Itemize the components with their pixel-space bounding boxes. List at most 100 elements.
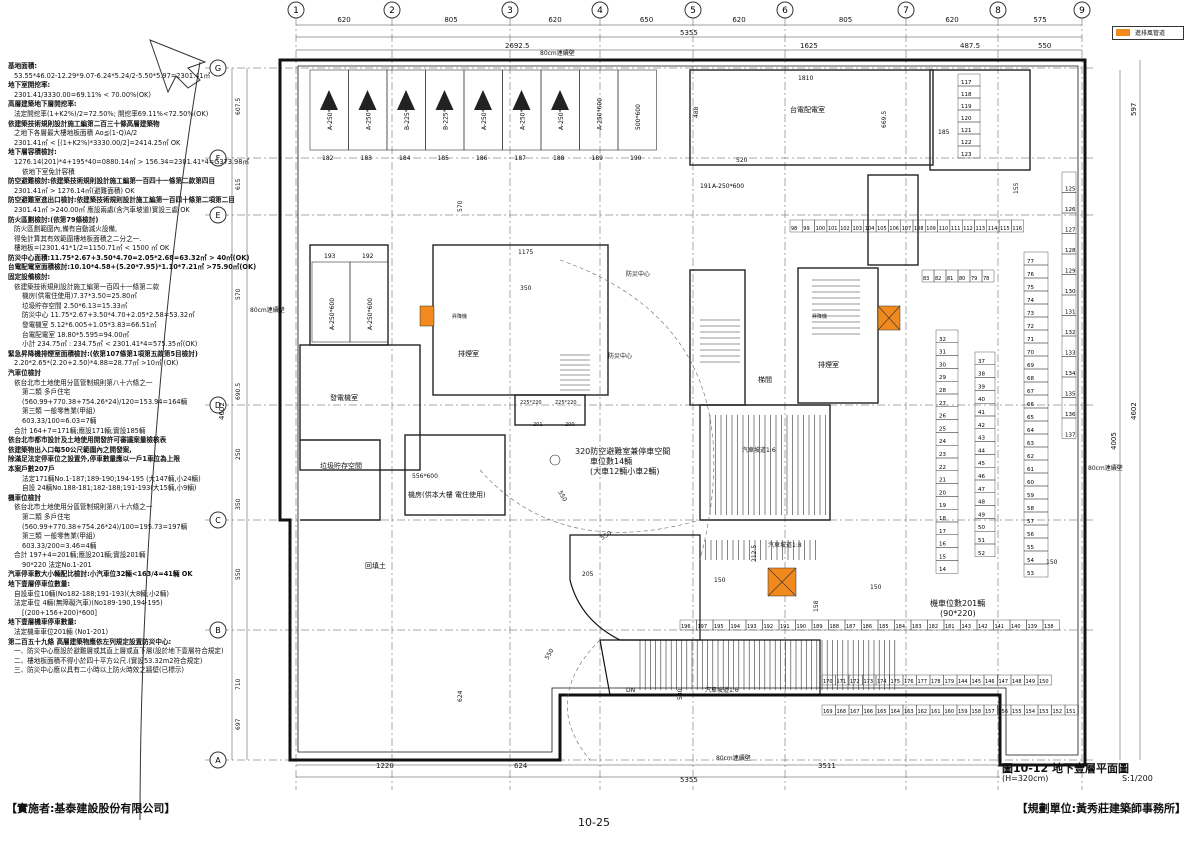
dim-right-2: 4602	[1130, 402, 1138, 420]
dim-1810: 1810	[798, 75, 813, 82]
dim-right-3: 4005	[1110, 432, 1118, 450]
moto-number: 141	[995, 624, 1005, 630]
dim-top: 575	[1033, 16, 1046, 24]
legend-label: 進排風管道	[1135, 30, 1166, 37]
moto-number: 55	[1027, 545, 1034, 551]
note-line: 法定機車車位201輛 (No1-201)	[14, 628, 109, 637]
moto-stall	[1023, 563, 1049, 578]
moto-number: 20	[939, 490, 946, 496]
moto-number: 160	[945, 709, 955, 715]
moto-number: 113	[976, 226, 986, 232]
grid-bubble	[897, 1, 915, 19]
stall-size: 500*600	[635, 104, 642, 130]
moto-number: 64	[1027, 428, 1034, 434]
note-line: 地下壹層停車位數量:	[8, 580, 70, 589]
grid-col-label: 1	[293, 6, 299, 16]
motorcycle-stalls: 1171181191201211221231251261271281291301…	[679, 73, 1079, 716]
moto-number: 122	[961, 140, 972, 146]
grid-bubble	[209, 621, 227, 639]
moto-number: 147	[999, 679, 1009, 685]
moto-number: 137	[1065, 433, 1076, 439]
moto-number: 112	[963, 226, 973, 232]
grid-row-label: G	[215, 64, 221, 73]
grid-col-label: 6	[782, 6, 788, 16]
moto-number: 110	[939, 226, 949, 232]
moto-number: 138	[1044, 624, 1054, 630]
dim-185: 185	[938, 129, 950, 136]
dim-top: 620	[945, 16, 958, 24]
moto-number: 38	[978, 372, 985, 378]
dim-top: 620	[337, 16, 350, 24]
moto-number: 62	[1027, 454, 1034, 460]
dim-200: 200	[565, 422, 575, 428]
moto-number: 104	[865, 226, 875, 232]
grid-row-label: E	[215, 211, 220, 220]
moto-number: 176	[904, 679, 914, 685]
interior-walls	[299, 69, 1031, 521]
north-arrow-icon	[139, 39, 207, 821]
moto-number: 148	[1012, 679, 1022, 685]
room-shelter: 320防空避難室兼停車空間	[575, 446, 670, 456]
dim-1175: 1175	[518, 249, 533, 256]
grid-bubble	[209, 149, 227, 167]
note-line: 樓地板=(2301.41*1/2=1150.71㎡ < 1500 ㎡ OK	[14, 244, 170, 253]
note-line: 高層建築地下層開挖率:	[8, 100, 77, 109]
moto-number: 103	[853, 226, 863, 232]
moto-stall	[974, 543, 996, 558]
stall-number: 191	[700, 183, 712, 190]
note-line: 依建築技術規則設計施工編第二百三十條高層建築物	[8, 119, 160, 128]
arrow-icon	[358, 90, 377, 110]
moto-number: 61	[1027, 467, 1034, 473]
stall-number: 182	[322, 155, 334, 162]
grid-bubble	[591, 1, 609, 19]
dim-155: 155	[1013, 182, 1020, 194]
moto-number: 101	[828, 226, 838, 232]
moto-number: 131	[1065, 310, 1076, 316]
page-number: 10-25	[578, 816, 610, 829]
note-line: 90*220 法定No.1-201	[22, 560, 92, 569]
grid-col-label: 9	[1079, 6, 1085, 16]
ramp-label-upper: 汽車坡道1:6	[742, 446, 776, 454]
moto-number: 19	[939, 503, 946, 509]
moto-number: 114	[988, 226, 998, 232]
moto-number: 169	[823, 709, 833, 715]
grid-col-label: 2	[389, 6, 395, 16]
moto-number: 79	[971, 276, 977, 282]
moto-number: 150	[1039, 679, 1049, 685]
stall-size: A-250*600	[481, 98, 488, 130]
moto-number: 139	[1028, 624, 1038, 630]
moto-number: 154	[1026, 709, 1036, 715]
dim-r550: 550	[600, 530, 614, 542]
dim-225a: 225*220	[520, 400, 542, 406]
moto-number: 75	[1027, 285, 1034, 291]
dim-669: 669.5	[881, 111, 888, 128]
moto-number: 63	[1027, 441, 1034, 447]
dim-top: 805	[444, 16, 457, 24]
note-line: 第二類 多戶住宅	[22, 388, 71, 397]
moto-stall	[1042, 619, 1060, 631]
moto-number: 53	[1027, 571, 1034, 577]
moto-number: 66	[1027, 402, 1034, 408]
moto-number: 109	[926, 226, 936, 232]
dim-570: 570	[457, 200, 464, 212]
moto-number: 144	[958, 679, 968, 685]
dim-left: 570	[235, 288, 242, 300]
room-fire-left: 防災中心	[608, 352, 632, 360]
room-machine: 機房(供本大樓 電住使用)	[408, 490, 486, 499]
moto-number: 116	[1012, 226, 1022, 232]
note-line: 第三類 一般零售業(甲組)	[22, 407, 96, 416]
grid-row-label: A	[215, 756, 221, 765]
note-line: (560.99+770.38+754.26*24)/120=153.94=164…	[22, 397, 188, 406]
stall-number: 183	[361, 155, 373, 162]
moto-number: 132	[1065, 330, 1076, 336]
grid-bubble	[684, 1, 702, 19]
moto-number: 120	[961, 116, 972, 122]
note-line: 自設車位10輛(No182-188;191-193)(大8輛;小2輛)	[14, 589, 169, 598]
moto-number: 76	[1027, 272, 1034, 278]
note-line: 地下壹層機車停車數量:	[8, 618, 77, 627]
calculation-notes: 基地面積:53.55*46.02-12.29*9.07-6.24*5.24/2-…	[8, 62, 280, 676]
moto-number: 172	[850, 679, 860, 685]
note-line: 台電配電室 18.80*5.595=94.00㎡	[22, 330, 130, 339]
moto-number: 143	[962, 624, 972, 630]
moto-number: 158	[972, 709, 982, 715]
